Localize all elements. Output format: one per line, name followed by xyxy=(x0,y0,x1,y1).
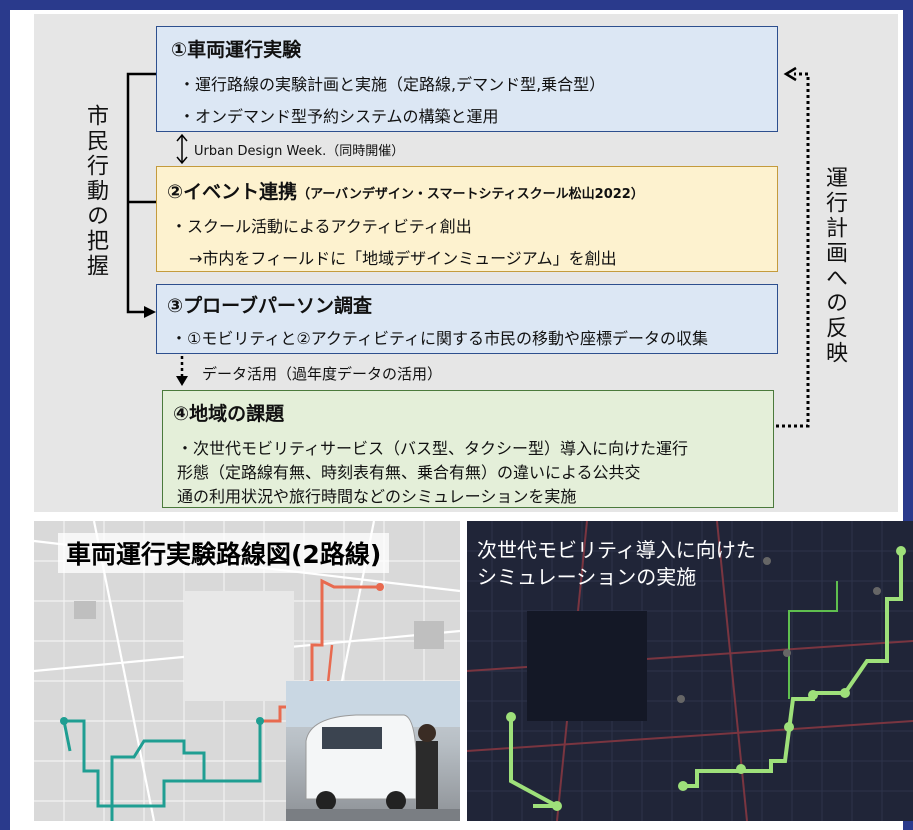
flow-connectors xyxy=(126,66,810,428)
sim-stop xyxy=(506,712,516,722)
feedback-dotted-line xyxy=(776,72,810,428)
simulation-map-title-line2: シミュレーションの実施 xyxy=(477,565,697,589)
sim-stop xyxy=(678,781,688,791)
route-teal-stop xyxy=(256,717,264,725)
vehicle-photo-svg xyxy=(286,681,460,821)
box-event-collaboration: ②イベント連携（アーバンデザイン・スマートシティスクール松山2022） ・スクー… xyxy=(156,166,778,272)
sim-stop xyxy=(808,690,818,700)
flow-panel: 市民行動の把握 運行計画への反映 ①車両運行実験 ・運行路線の実験計画と実施（定… xyxy=(34,14,898,512)
feedback-arrowhead xyxy=(783,66,797,82)
vehicle-photo xyxy=(286,681,460,821)
left-bracket-line xyxy=(126,72,156,314)
sim-stop xyxy=(736,764,746,774)
sim-streets xyxy=(467,521,913,821)
box2-line2: →市内をフィールドに「地域デザインミュージアム」を創出 xyxy=(189,249,617,268)
simulation-map-title-line1: 次世代モビリティ導入に向けた xyxy=(477,538,756,562)
sim-route-branch xyxy=(788,581,838,699)
route-map-panel: 車両運行実験路線図(2路線) xyxy=(34,521,460,821)
box2-title-sub: （アーバンデザイン・スマートシティスクール松山2022） xyxy=(297,187,644,202)
map-block xyxy=(74,601,96,619)
sim-stop xyxy=(840,688,850,698)
box2-title: ②イベント連携（アーバンデザイン・スマートシティスクール松山2022） xyxy=(167,181,644,203)
link-data-usage: データ活用（過年度データの活用） xyxy=(202,365,443,383)
dotted-down-arrowhead xyxy=(176,376,188,386)
castle-park-area xyxy=(184,591,294,701)
left-vertical-label: 市民行動の把握 xyxy=(83,104,108,279)
route-red-stop xyxy=(376,583,384,591)
left-bracket-arrowhead xyxy=(144,306,156,318)
sim-stop xyxy=(784,722,794,732)
box4-line3: 通の利用状況や旅行時間などのシミュレーションを実施 xyxy=(177,487,577,506)
double-arrow-up xyxy=(176,133,188,142)
simulation-map-svg xyxy=(467,521,913,821)
box1-line2: ・オンデマンド型予約システムの構築と運用 xyxy=(179,107,499,126)
simulation-map-panel: 次世代モビリティ導入に向けた シミュレーションの実施 xyxy=(467,521,913,821)
box1-line1: ・運行路線の実験計画と実施（定路線,デマンド型,乗合型） xyxy=(179,75,606,94)
sim-landmark xyxy=(783,649,791,657)
box3-title: ③プローブパーソン調査 xyxy=(167,295,372,317)
box4-title: ④地域の課題 xyxy=(173,403,285,425)
box4-line1: ・次世代モビリティサービス（バス型、タクシー型）導入に向けた運行 xyxy=(177,439,689,458)
route-map-title: 車両運行実験路線図(2路線) xyxy=(58,533,390,573)
sim-landmark xyxy=(677,695,685,703)
route-teal-stop xyxy=(60,717,68,725)
box-probe-person-survey: ③プローブパーソン調査 ・①モビリティと②アクティビティに関する市民の移動や座標… xyxy=(156,284,778,354)
right-vertical-label: 運行計画への反映 xyxy=(822,166,847,366)
sim-park-area xyxy=(527,611,647,721)
sim-landmark xyxy=(763,557,771,565)
box1-title: ①車両運行実験 xyxy=(171,39,302,61)
box2-line1: ・スクール活動によるアクティビティ創出 xyxy=(171,217,472,236)
box-vehicle-experiment: ①車両運行実験 ・運行路線の実験計画と実施（定路線,デマンド型,乗合型） ・オン… xyxy=(156,26,778,132)
sim-landmark xyxy=(873,587,881,595)
map-block xyxy=(414,621,444,649)
double-arrow-down xyxy=(176,156,188,165)
sim-stop xyxy=(552,801,562,811)
box4-line2: 形態（定路線有無、時刻表有無、乗合有無）の違いによる公共交 xyxy=(177,463,641,482)
sim-stop xyxy=(896,546,906,556)
sim-route-west xyxy=(509,717,558,808)
route-teal-line xyxy=(62,719,262,821)
box-regional-issues: ④地域の課題 ・次世代モビリティサービス（バス型、タクシー型）導入に向けた運行 … xyxy=(162,390,774,508)
link-urban-design-week: Urban Design Week.（同時開催） xyxy=(194,144,405,159)
box3-line1: ・①モビリティと②アクティビティに関する市民の移動や座標データの収集 xyxy=(171,329,709,348)
simulation-map-title: 次世代モビリティ導入に向けた シミュレーションの実施 xyxy=(477,537,756,591)
